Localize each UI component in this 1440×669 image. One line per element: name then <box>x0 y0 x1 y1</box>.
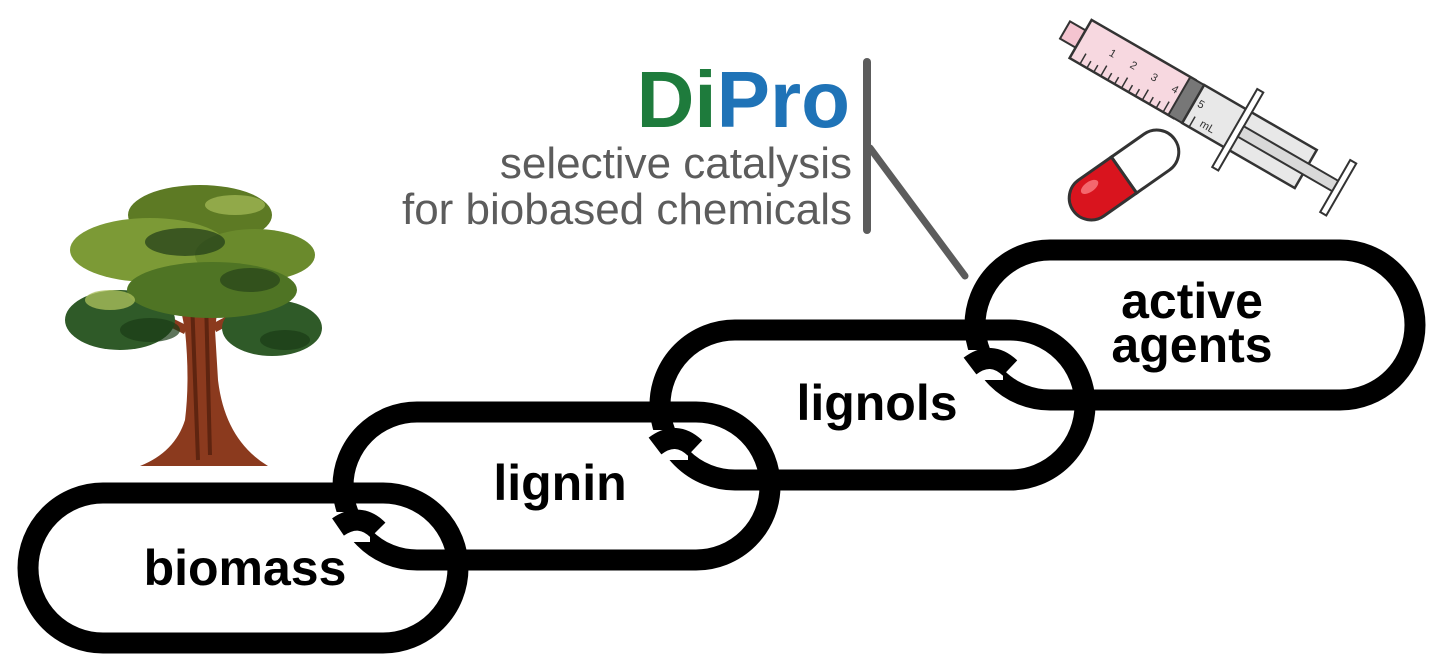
label-lignols: lignols <box>796 375 957 431</box>
brand-pro: Pro <box>717 55 850 144</box>
syringe-scale-4: 4 <box>1169 83 1180 96</box>
tree-icon <box>65 185 322 466</box>
syringe-scale-3: 3 <box>1148 71 1159 84</box>
syringe-scale-5: 5 <box>1195 98 1206 111</box>
label-agents: agents <box>1111 317 1272 373</box>
tagline-line1: selective catalysis <box>500 139 852 188</box>
label-lignin: lignin <box>493 455 626 511</box>
brand-di: Di <box>637 55 717 144</box>
label-biomass: biomass <box>144 540 347 596</box>
syringe-scale-1: 1 <box>1107 47 1118 60</box>
label-active: active <box>1121 273 1263 329</box>
tagline-line2: for biobased chemicals <box>402 185 852 234</box>
brand-bracket <box>863 58 969 280</box>
capsule-icon <box>1067 128 1181 222</box>
syringe-scale-2: 2 <box>1128 59 1139 72</box>
chain-crossings <box>330 348 1018 542</box>
chain-link-active-agents <box>964 239 1426 411</box>
syringe-icon: 1 2 3 4 5 mL <box>1058 18 1358 217</box>
brand-logo: DiPro <box>637 55 850 144</box>
chain <box>17 239 1426 654</box>
